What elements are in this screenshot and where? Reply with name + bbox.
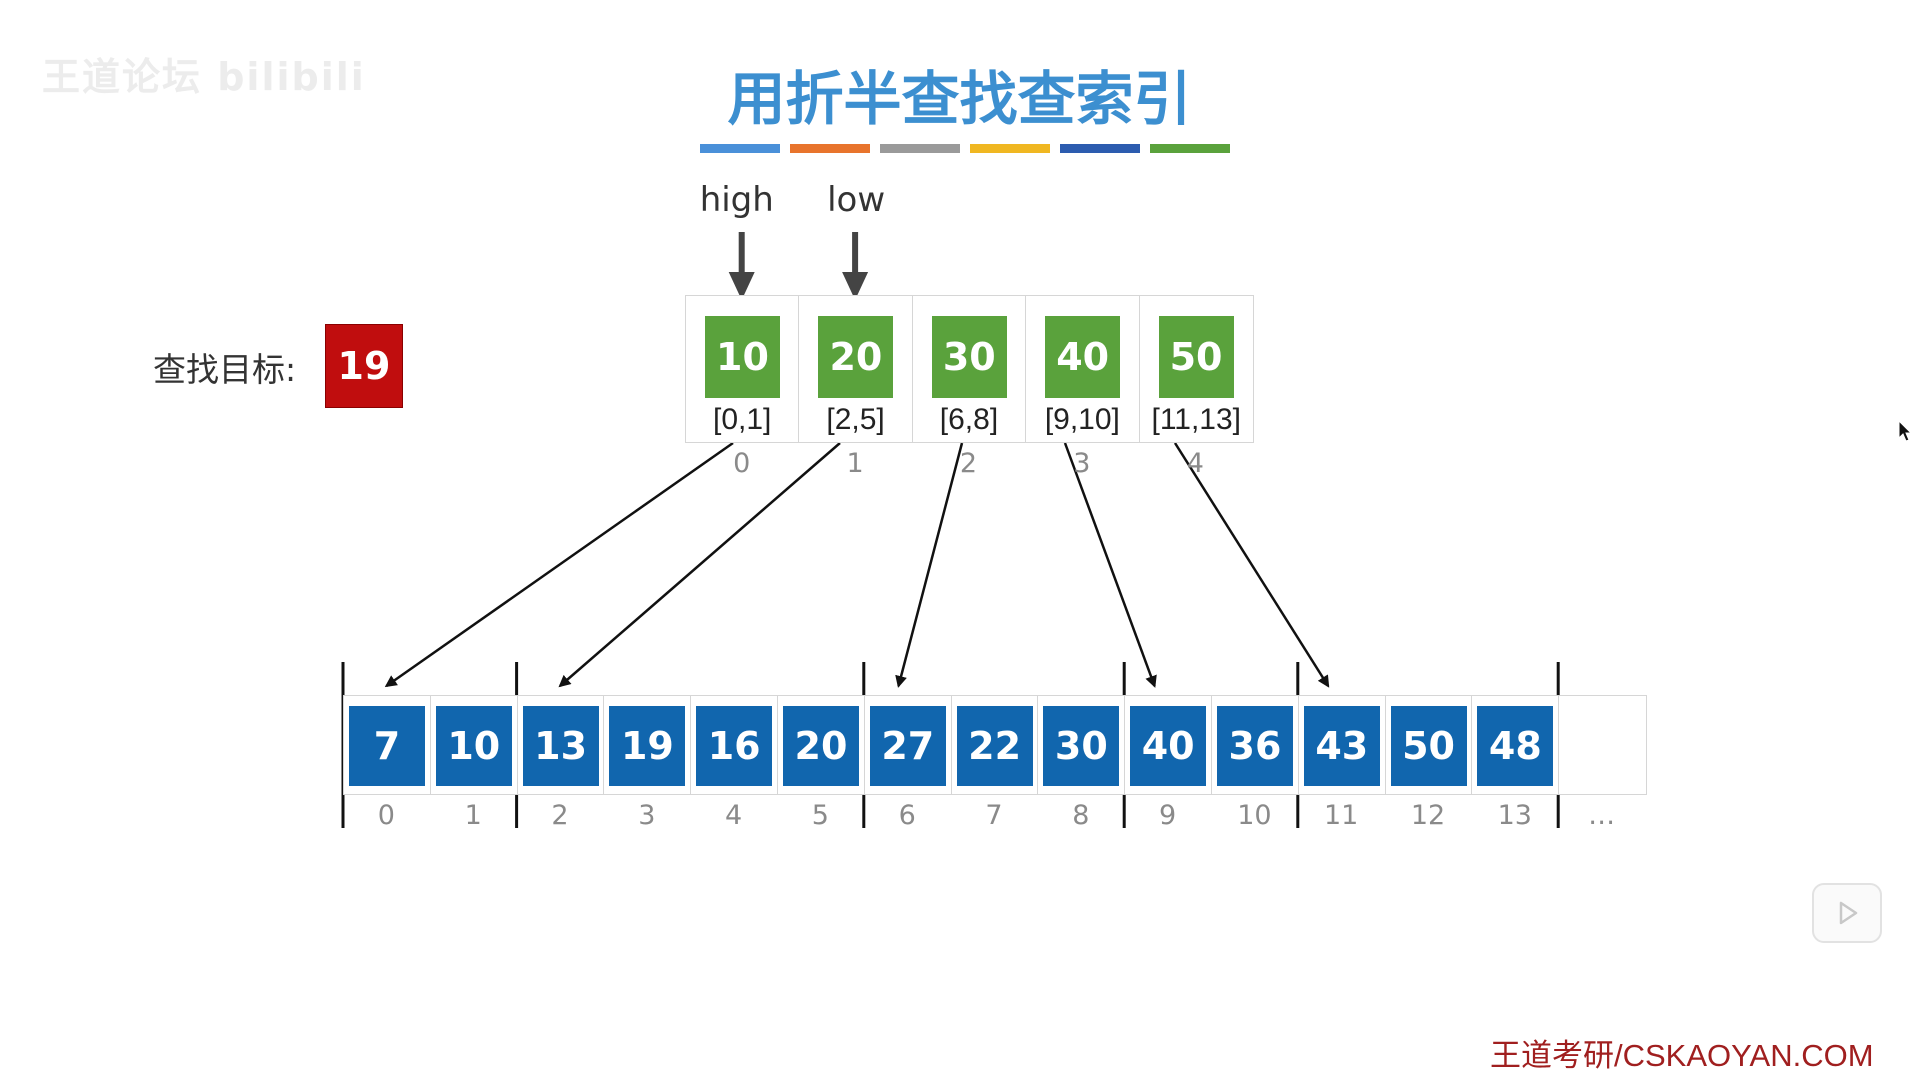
index-to-block-arrow	[1063, 442, 1157, 688]
data-cell: 22	[952, 696, 1039, 794]
data-value: 50	[1390, 706, 1467, 786]
index-range: [9,10]	[1044, 403, 1120, 436]
index-cell: 40 [9,10]	[1026, 296, 1140, 442]
data-cell: 48	[1472, 696, 1560, 794]
data-value: 16	[696, 706, 773, 786]
data-value: 7	[349, 706, 425, 786]
data-position: 3	[638, 800, 656, 831]
index-position: 3	[1073, 448, 1091, 479]
data-value: 43	[1303, 706, 1380, 786]
title-color-bar	[970, 144, 1050, 153]
data-cell: 40	[1125, 696, 1212, 794]
low-pointer-label: low	[827, 180, 886, 220]
data-value: 19	[609, 706, 686, 786]
index-position: 2	[959, 448, 978, 479]
data-value: 20	[782, 706, 859, 786]
index-cell: 10 [0,1]	[686, 296, 800, 442]
data-value: 30	[1043, 706, 1120, 786]
index-position: 4	[1186, 448, 1204, 479]
play-icon	[1839, 901, 1858, 925]
target-label: 查找目标:	[153, 350, 297, 389]
data-value: 13	[522, 706, 599, 786]
title-color-bars	[700, 144, 1230, 153]
data-position: 8	[1072, 800, 1090, 831]
title-color-bar	[880, 144, 960, 153]
data-cell: 43	[1299, 696, 1386, 794]
data-position: 10	[1237, 800, 1272, 831]
slide-title: 用折半查找查索引	[727, 65, 1192, 133]
footer-brand: 王道考研/CSKAOYAN.COM	[1490, 1038, 1874, 1073]
index-range: [6,8]	[939, 403, 999, 436]
index-range: [0,1]	[713, 403, 772, 436]
index-to-block-arrow	[1173, 442, 1330, 688]
data-cell	[1559, 696, 1646, 794]
data-cell: 30	[1038, 696, 1126, 794]
title-color-bar	[700, 144, 780, 153]
data-value: 10	[435, 706, 512, 786]
index-key: 20	[818, 316, 894, 398]
data-position: 5	[811, 800, 829, 831]
index-key: 50	[1158, 316, 1234, 398]
data-cell: 13	[518, 696, 605, 794]
data-position: 13	[1497, 800, 1532, 831]
title-color-bar	[1150, 144, 1230, 153]
data-position: 11	[1324, 800, 1359, 831]
data-position: 6	[898, 800, 916, 831]
data-cell: 19	[604, 696, 692, 794]
data-position: 9	[1159, 800, 1177, 831]
index-cell: 30 [6,8]	[913, 296, 1027, 442]
low-pointer-arrowhead	[842, 272, 869, 300]
index-range: [2,5]	[826, 403, 885, 436]
data-cell: 7	[344, 696, 431, 794]
data-cell: 27	[865, 696, 952, 794]
index-key: 40	[1045, 316, 1121, 398]
title-color-bar	[1060, 144, 1140, 153]
index-cell: 20 [2,5]	[799, 296, 913, 442]
data-cell: 36	[1212, 696, 1299, 794]
data-position: 7	[985, 800, 1003, 831]
index-table: 10 [0,1] 20 [2,5] 30 [6,8] 40 [9,10] 50 [11,13]	[685, 295, 1254, 443]
index-to-block-arrow	[558, 442, 841, 688]
data-cell: 20	[778, 696, 865, 794]
mouse-cursor-icon	[1898, 420, 1913, 442]
data-position: 4	[725, 800, 743, 831]
index-cell: 50 [11,13]	[1140, 296, 1253, 442]
data-value: 27	[869, 706, 946, 786]
data-position: 12	[1410, 800, 1446, 831]
data-value: 22	[956, 706, 1033, 786]
index-range: [11,13]	[1151, 403, 1242, 436]
pointer-arrows	[728, 232, 869, 300]
play-button[interactable]	[1812, 883, 1882, 943]
index-to-block-arrow	[384, 441, 734, 688]
watermark: 王道论坛 bilibili	[42, 55, 366, 99]
index-to-data-arrows	[384, 441, 1330, 688]
index-position: 0	[733, 448, 751, 479]
index-key: 10	[705, 316, 780, 398]
data-position: 0	[377, 800, 395, 831]
data-position: 2	[551, 800, 569, 831]
data-position: …	[1588, 800, 1616, 831]
data-cell: 10	[431, 696, 518, 794]
high-pointer-arrowhead	[728, 272, 755, 300]
data-cell: 16	[691, 696, 778, 794]
title-color-bar	[790, 144, 870, 153]
target-value: 19	[325, 324, 403, 408]
high-pointer-label: high	[699, 180, 774, 220]
data-cell: 50	[1386, 696, 1473, 794]
index-key: 30	[931, 316, 1007, 398]
data-value: 40	[1130, 706, 1207, 786]
index-position: 1	[846, 448, 864, 479]
data-value: 48	[1477, 706, 1554, 786]
data-position: 1	[464, 800, 482, 831]
index-to-block-arrow	[895, 442, 964, 688]
data-value: 36	[1216, 706, 1293, 786]
